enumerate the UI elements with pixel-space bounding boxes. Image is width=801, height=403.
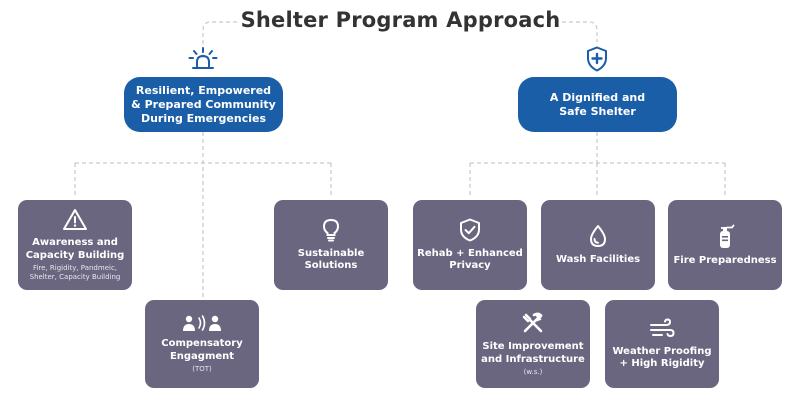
alarm-siren-icon: [188, 46, 218, 72]
card-sublabel: (w.s.): [523, 368, 543, 376]
card-compensatory-engagement: Compensatory Engagment (TOT): [145, 300, 259, 388]
card-weather-proofing: Weather Proofing + High Rigidity: [605, 300, 719, 388]
card-wash-facilities: Wash Facilities: [541, 200, 655, 290]
shield-plus-icon: [586, 46, 608, 72]
card-label: Rehab + Enhanced Privacy: [417, 247, 523, 272]
card-label: Sustainable Solutions: [297, 247, 365, 272]
card-sustainable-solutions: Sustainable Solutions: [274, 200, 388, 290]
wind-icon: [649, 317, 675, 340]
tools-icon: [521, 311, 545, 335]
water-drop-icon: [588, 224, 608, 248]
card-label: Weather Proofing + High Rigidity: [612, 345, 712, 370]
card-label: Fire Preparedness: [673, 254, 777, 266]
card-rehab-privacy: Rehab + Enhanced Privacy: [413, 200, 527, 290]
card-label: Compensatory Engagment: [161, 338, 243, 362]
card-sublabel: (TOT): [192, 365, 212, 373]
card-label: Awareness and Capacity Building: [25, 237, 125, 261]
people-talking-icon: [182, 314, 222, 332]
card-awareness: Awareness and Capacity Building Fire, Ri…: [18, 200, 132, 290]
card-sublabel: Fire, Rigidity, Pandmeic, Shelter, Capac…: [29, 264, 121, 281]
lightbulb-icon: [321, 218, 341, 242]
card-label: Wash Facilities: [555, 253, 641, 265]
warning-icon: [62, 208, 88, 231]
fire-extinguisher-icon: [714, 223, 736, 249]
card-fire-preparedness: Fire Preparedness: [668, 200, 782, 290]
goal-resilient-community: Resilient, Empowered & Prepared Communit…: [124, 77, 283, 132]
diagram-title: Shelter Program Approach: [240, 8, 561, 32]
shield-check-icon: [459, 218, 481, 242]
goal-dignified-shelter: A Dignified and Safe Shelter: [518, 77, 677, 132]
card-label: Site Improvement and Infrastructure: [481, 341, 585, 365]
card-site-improvement: Site Improvement and Infrastructure (w.s…: [476, 300, 590, 388]
